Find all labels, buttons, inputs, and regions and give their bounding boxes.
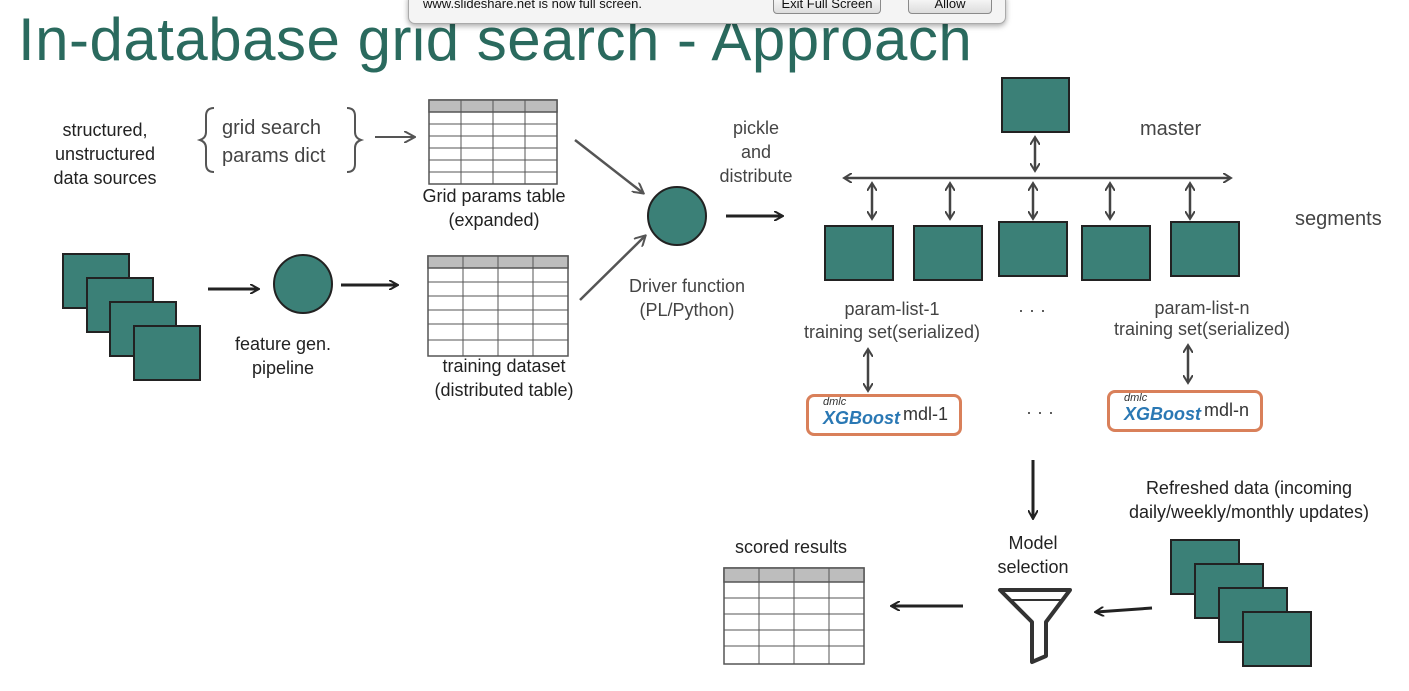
segment-nodes <box>824 221 1240 281</box>
driver-function-label: Driver function (PL/Python) <box>628 276 746 320</box>
xgboost-model-1: dmlc XGBoost mdl-1 <box>806 394 962 436</box>
allow-button[interactable]: Allow <box>908 0 992 14</box>
funnel-icon <box>998 588 1072 664</box>
ellipsis-bottom: · · · <box>1026 402 1054 422</box>
training-dataset-label: training dataset (distributed table) <box>434 356 574 400</box>
xgboost-model-n: dmlc XGBoost mdl-n <box>1107 390 1263 432</box>
param-list-n-label: param-list-n training set(serialized) <box>1113 298 1291 339</box>
ellipsis-top: · · · <box>1018 300 1046 320</box>
grid-search-label: grid search params dict <box>222 117 326 167</box>
exit-full-screen-button[interactable]: Exit Full Screen <box>773 0 881 14</box>
grid-table-label: Grid params table (expanded) <box>422 186 566 230</box>
driver-function-node <box>647 186 707 246</box>
model-selection-label: Model selection <box>997 533 1069 577</box>
brace-icon <box>196 107 365 173</box>
refreshed-data-label: Refreshed data (incoming daily/weekly/mo… <box>1128 478 1370 522</box>
pickle-label: pickle and distribute <box>719 118 793 186</box>
model-name: mdl-n <box>1204 400 1250 420</box>
dmlc-label: dmlc <box>1124 392 1148 404</box>
fullscreen-message: www.slideshare.net is now full screen. <box>423 0 642 11</box>
scored-results-label: scored results <box>734 537 848 557</box>
training-table-icon <box>427 255 569 357</box>
dmlc-label: dmlc <box>823 396 847 408</box>
feature-pipeline-node <box>273 254 333 314</box>
document-stack-icon <box>62 253 201 381</box>
model-name: mdl-1 <box>903 404 949 424</box>
xgboost-logo: XGBoost <box>1124 404 1202 424</box>
fullscreen-notice-bar: www.slideshare.net is now full screen. E… <box>408 0 1006 24</box>
grid-params-table-icon <box>428 99 558 185</box>
segments-label: segments <box>1295 208 1382 230</box>
xgboost-logo: XGBoost <box>823 408 901 428</box>
master-node <box>1001 77 1070 133</box>
sources-label: structured, unstructured data sources <box>53 120 157 188</box>
master-label: master <box>1140 118 1202 140</box>
scored-results-table-icon <box>723 567 865 665</box>
refreshed-data-stack-icon <box>1170 539 1312 667</box>
param-list-1-label: param-list-1 training set(serialized) <box>803 299 981 342</box>
feature-pipeline-label: feature gen. pipeline <box>234 334 332 378</box>
